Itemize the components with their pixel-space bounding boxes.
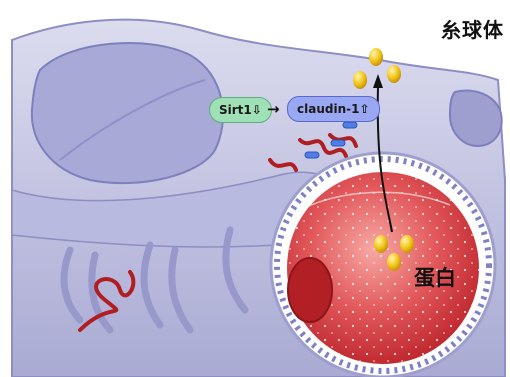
sirt1-down-label: Sirt1⇩ bbox=[209, 97, 272, 123]
protein-label: 蛋白 bbox=[414, 262, 456, 292]
glomerulus-label: 糸球体 bbox=[441, 14, 504, 43]
tubule-lumen bbox=[32, 43, 223, 183]
glomerulus-vessel bbox=[288, 258, 332, 322]
pathway-arrow: → bbox=[267, 100, 280, 118]
claudin1-up-label: claudin-1⇧ bbox=[287, 96, 380, 122]
